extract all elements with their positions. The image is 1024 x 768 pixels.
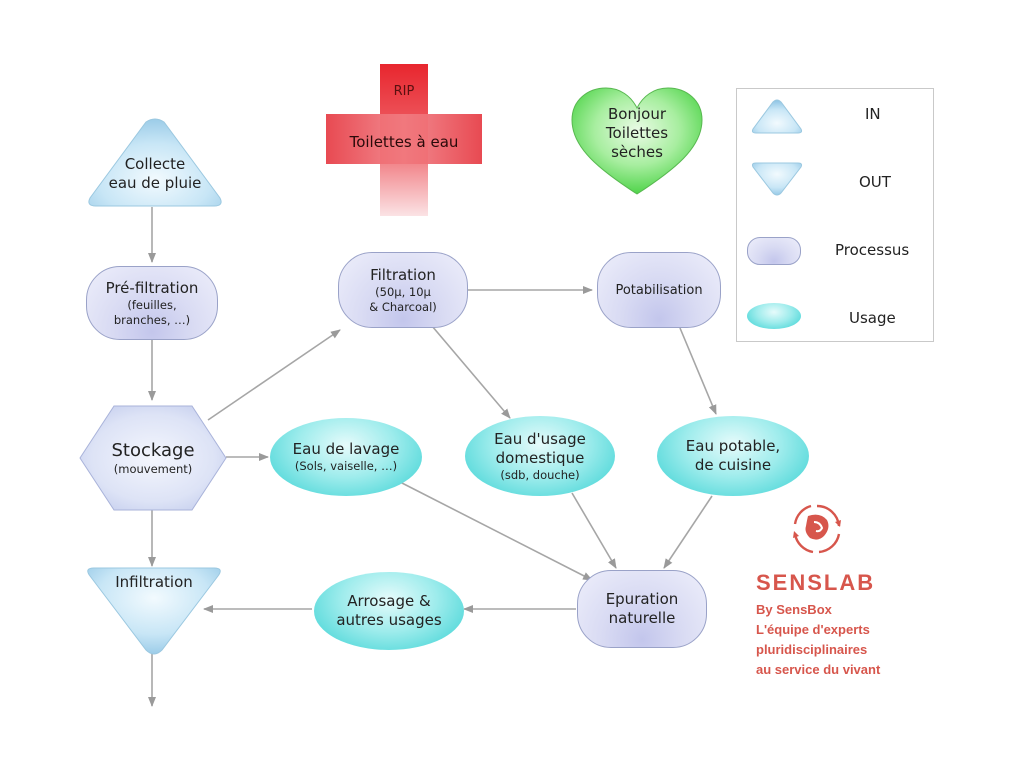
filtration-node: Filtration (50µ, 10µ & Charcoal) xyxy=(338,252,468,328)
prefiltration-sub2: branches, …) xyxy=(113,312,191,327)
collecte-eau-de-pluie-node: Collecte eau de pluie xyxy=(96,148,214,200)
prefiltration-node: Pré-filtration (feuilles, branches, …) xyxy=(86,266,218,340)
legend-processus-label: Processus xyxy=(835,241,910,259)
senslab-logo-icon xyxy=(793,504,841,554)
brand-line2: L'équipe d'experts xyxy=(756,622,870,637)
arrow-stockage-filtration xyxy=(207,329,341,421)
rip-label: RIP xyxy=(393,84,415,99)
arrow-potable-epuration xyxy=(663,495,713,569)
heart-line2: Toilettes xyxy=(605,123,669,142)
arrosage-node: Arrosage & autres usages xyxy=(314,572,464,650)
eau-potable-line1: Eau potable, xyxy=(685,437,781,455)
arrow-potabilisation-potable xyxy=(679,327,717,415)
heart-icon xyxy=(571,87,703,195)
eau-domestique-line1: Eau d'usage xyxy=(494,429,586,448)
eau-domestique-sub: (sdb, douche) xyxy=(500,467,580,482)
eau-de-lavage-node: Eau de lavage (Sols, vaiselle, …) xyxy=(270,418,422,496)
filtration-title: Filtration xyxy=(370,265,436,284)
eau-usage-domestique-node: Eau d'usage domestique (sdb, douche) xyxy=(465,416,615,496)
epuration-line1: Epuration xyxy=(605,590,679,608)
collecte-line2: eau de pluie xyxy=(108,174,202,192)
infiltration-triangle-shape xyxy=(87,567,221,655)
stockage-title: Stockage xyxy=(111,439,195,461)
arrosage-line1: Arrosage & xyxy=(347,592,431,610)
rip-cross-icon xyxy=(326,64,482,216)
collecte-line1: Collecte xyxy=(124,155,186,173)
epuration-line2: naturelle xyxy=(608,609,676,627)
brand-line3: pluridisciplinaires xyxy=(756,642,868,657)
eau-potable-node: Eau potable, de cuisine xyxy=(657,416,809,496)
prefiltration-sub1: (feuilles, xyxy=(127,297,177,312)
rip-toilettes-label: Toilettes à eau xyxy=(349,133,459,151)
arrow-domestique-epuration xyxy=(571,492,617,569)
eau-domestique-line2: domestique xyxy=(495,448,585,467)
potabilisation-node: Potabilisation xyxy=(597,252,721,328)
stockage-node: Stockage (mouvement) xyxy=(96,430,210,486)
brand-line1: By SensBox xyxy=(756,602,832,617)
infiltration-title: Infiltration xyxy=(115,572,193,591)
legend-processus-icon xyxy=(747,237,801,265)
filtration-sub2: & Charcoal) xyxy=(369,299,437,314)
heart-line1: Bonjour xyxy=(608,104,666,123)
legend-usage-label: Usage xyxy=(849,309,896,327)
collecte-triangle-shape xyxy=(88,118,222,207)
filtration-sub1: (50µ, 10µ xyxy=(375,284,431,299)
eau-potable-line2: de cuisine xyxy=(694,456,772,474)
arrow-filtration-domestique xyxy=(431,325,511,419)
stockage-sub: (mouvement) xyxy=(113,461,193,476)
arrow-lavage-epuration xyxy=(399,481,593,581)
legend-in-icon xyxy=(751,99,803,134)
heart-line3: sèches xyxy=(611,142,663,161)
eau-lavage-title: Eau de lavage xyxy=(292,440,400,458)
legend-out-label: OUT xyxy=(859,173,891,191)
stockage-hexagon-shape xyxy=(79,405,227,511)
infiltration-node: Infiltration xyxy=(94,570,214,594)
legend-in-label: IN xyxy=(865,105,881,123)
legend-out-icon xyxy=(751,162,803,196)
potabilisation-title: Potabilisation xyxy=(615,282,703,298)
eau-lavage-sub: (Sols, vaiselle, …) xyxy=(294,459,398,473)
prefiltration-title: Pré-filtration xyxy=(105,278,199,297)
epuration-node: Epuration naturelle xyxy=(577,570,707,648)
brand-line4: au service du vivant xyxy=(756,662,881,677)
brand-name: SENSLAB xyxy=(756,570,876,595)
legend-box: IN OUT Processus Usage xyxy=(736,88,934,342)
legend-usage-icon xyxy=(747,303,801,329)
heart-text: Bonjour Toilettes sèches xyxy=(584,100,690,166)
arrosage-line2: autres usages xyxy=(336,611,442,629)
